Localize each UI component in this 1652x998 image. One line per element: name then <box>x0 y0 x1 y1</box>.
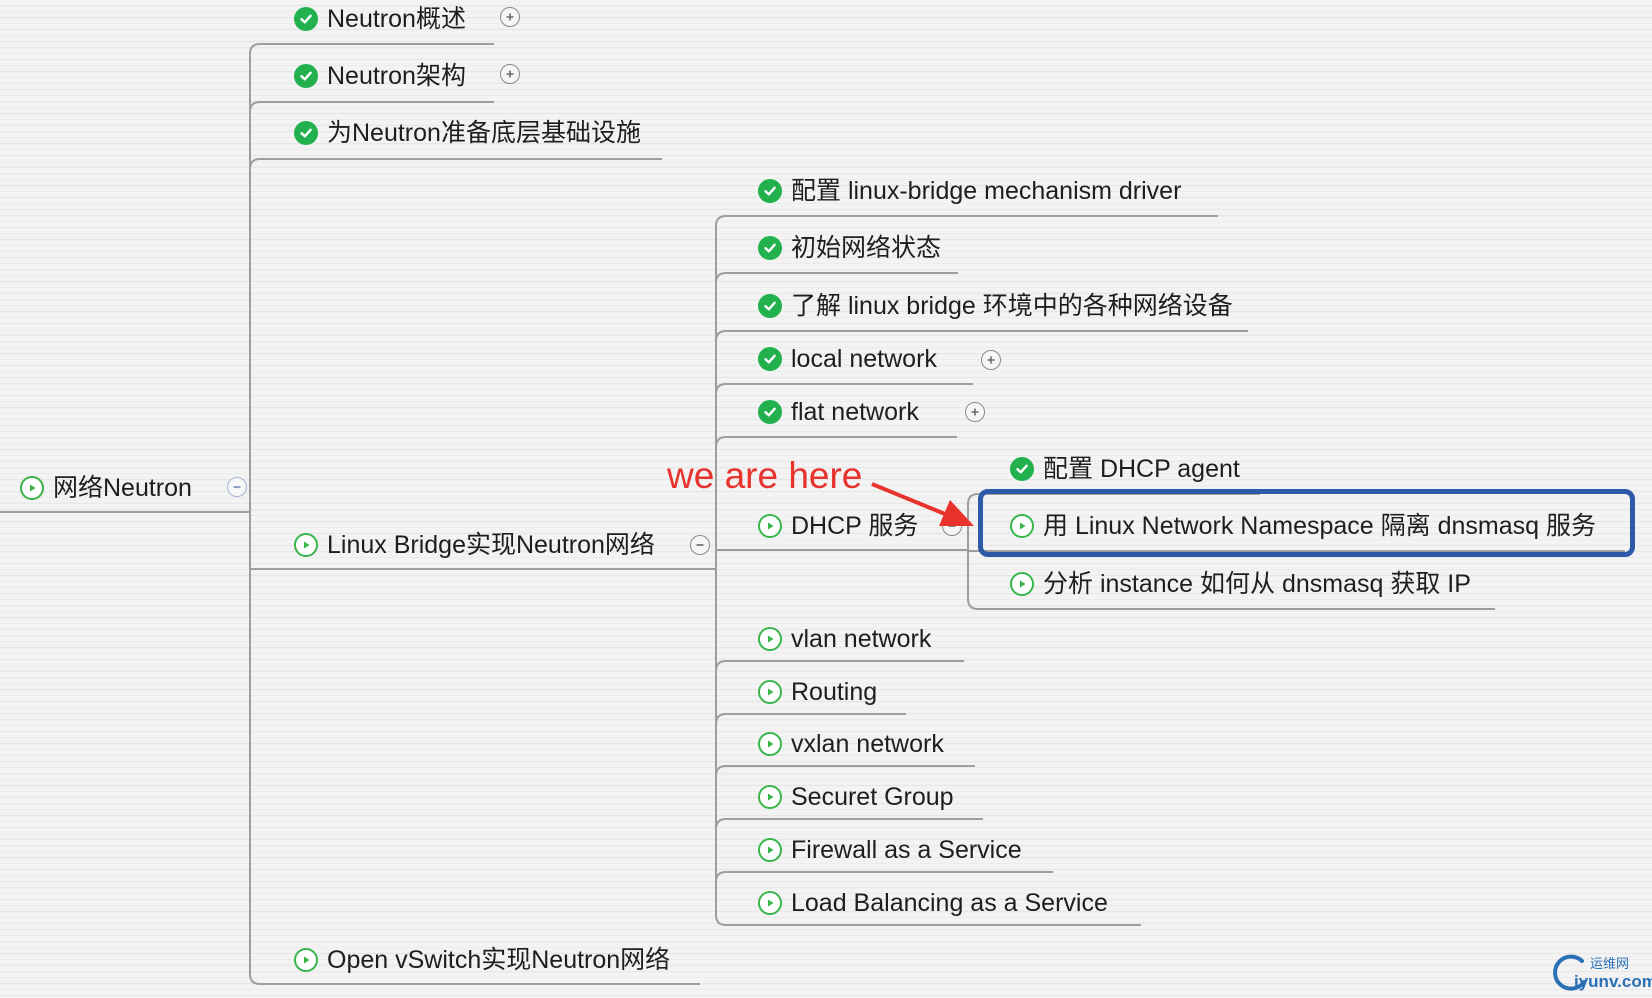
play-circle-icon <box>758 627 782 651</box>
topic-label: Linux Bridge实现Neutron网络 <box>327 531 655 559</box>
topic-open-vswitch[interactable]: Open vSwitch实现Neutron网络 <box>294 945 670 975</box>
play-circle-icon <box>758 785 782 809</box>
topic-security-group[interactable]: Securet Group <box>758 782 954 812</box>
topic-neutron-architecture[interactable]: Neutron架构 <box>294 61 466 91</box>
topic-linux-bridge-devices[interactable]: 了解 linux bridge 环境中的各种网络设备 <box>758 291 1233 321</box>
topic-infrastructure[interactable]: 为Neutron准备底层基础设施 <box>294 118 641 148</box>
current-topic-highlight <box>978 489 1635 557</box>
play-circle-icon <box>294 948 318 972</box>
topic-label: flat network <box>791 398 919 426</box>
topic-label: Securet Group <box>791 783 954 811</box>
play-circle-icon <box>758 732 782 756</box>
watermark: 运维网 iyunv.com <box>1548 952 1652 996</box>
check-circle-icon <box>758 347 782 371</box>
expand-toggle-icon[interactable] <box>981 350 1001 370</box>
topic-label: Open vSwitch实现Neutron网络 <box>327 946 671 974</box>
topic-label: vlan network <box>791 625 932 653</box>
root-node[interactable]: 网络Neutron <box>20 473 192 503</box>
topic-label: 用 Linux Network Namespace 隔离 dnsmasq 服务 <box>1043 512 1596 540</box>
collapse-toggle-icon[interactable] <box>690 535 710 555</box>
topic-label: 分析 instance 如何从 dnsmasq 获取 IP <box>1043 570 1471 598</box>
play-circle-icon <box>1010 572 1034 596</box>
topic-namespace-isolate-dnsmasq[interactable]: 用 Linux Network Namespace 隔离 dnsmasq 服务 <box>1010 511 1596 541</box>
topic-load-balancing-as-a-service[interactable]: Load Balancing as a Service <box>758 888 1108 918</box>
iyunv-logo-icon <box>1553 954 1586 991</box>
collapse-toggle-icon[interactable] <box>227 477 247 497</box>
topic-local-network[interactable]: local network <box>758 344 937 374</box>
topic-neutron-overview[interactable]: Neutron概述 <box>294 4 466 34</box>
topic-linux-bridge[interactable]: Linux Bridge实现Neutron网络 <box>294 530 655 560</box>
check-circle-icon <box>294 7 318 31</box>
topic-configure-mechanism-driver[interactable]: 配置 linux-bridge mechanism driver <box>758 176 1181 206</box>
topic-label: 配置 DHCP agent <box>1043 455 1240 483</box>
topic-label: 了解 linux bridge 环境中的各种网络设备 <box>791 292 1233 320</box>
check-circle-icon <box>758 236 782 260</box>
topic-label: Load Balancing as a Service <box>791 889 1108 917</box>
check-circle-icon <box>758 400 782 424</box>
check-circle-icon <box>758 294 782 318</box>
play-circle-icon <box>294 533 318 557</box>
check-circle-icon <box>1010 457 1034 481</box>
play-circle-icon <box>758 680 782 704</box>
topic-label: 初始网络状态 <box>791 234 942 262</box>
annotation-text: we are here <box>667 455 863 496</box>
topic-label: local network <box>791 345 937 373</box>
play-circle-icon <box>20 476 44 500</box>
topic-firewall-as-a-service[interactable]: Firewall as a Service <box>758 835 1022 865</box>
topic-label: vxlan network <box>791 730 944 758</box>
topic-label: 为Neutron准备底层基础设施 <box>327 119 641 147</box>
topic-instance-get-ip[interactable]: 分析 instance 如何从 dnsmasq 获取 IP <box>1010 569 1471 599</box>
topic-flat-network[interactable]: flat network <box>758 397 919 427</box>
expand-toggle-icon[interactable] <box>965 402 985 422</box>
check-circle-icon <box>294 121 318 145</box>
check-circle-icon <box>294 64 318 88</box>
topic-label: Neutron概述 <box>327 5 466 33</box>
watermark-line2: iyunv.com <box>1574 972 1652 991</box>
topic-label: Neutron架构 <box>327 62 466 90</box>
topic-label: Routing <box>791 678 878 706</box>
play-circle-icon <box>758 514 782 538</box>
topic-vxlan-network[interactable]: vxlan network <box>758 729 944 759</box>
topic-configure-dhcp-agent[interactable]: 配置 DHCP agent <box>1010 454 1240 484</box>
topic-initial-network-state[interactable]: 初始网络状态 <box>758 233 941 263</box>
check-circle-icon <box>758 179 782 203</box>
topic-vlan-network[interactable]: vlan network <box>758 624 931 654</box>
topic-label: Firewall as a Service <box>791 836 1022 864</box>
topic-dhcp-service[interactable]: DHCP 服务 <box>758 511 918 541</box>
play-circle-icon <box>1010 514 1034 538</box>
root-label: 网络Neutron <box>53 474 192 502</box>
expand-toggle-icon[interactable] <box>500 64 520 84</box>
topic-label: DHCP 服务 <box>791 512 919 540</box>
expand-toggle-icon[interactable] <box>500 7 520 27</box>
topic-routing[interactable]: Routing <box>758 677 877 707</box>
play-circle-icon <box>758 891 782 915</box>
topic-label: 配置 linux-bridge mechanism driver <box>791 177 1182 205</box>
play-circle-icon <box>758 838 782 862</box>
watermark-line1: 运维网 <box>1590 956 1630 971</box>
